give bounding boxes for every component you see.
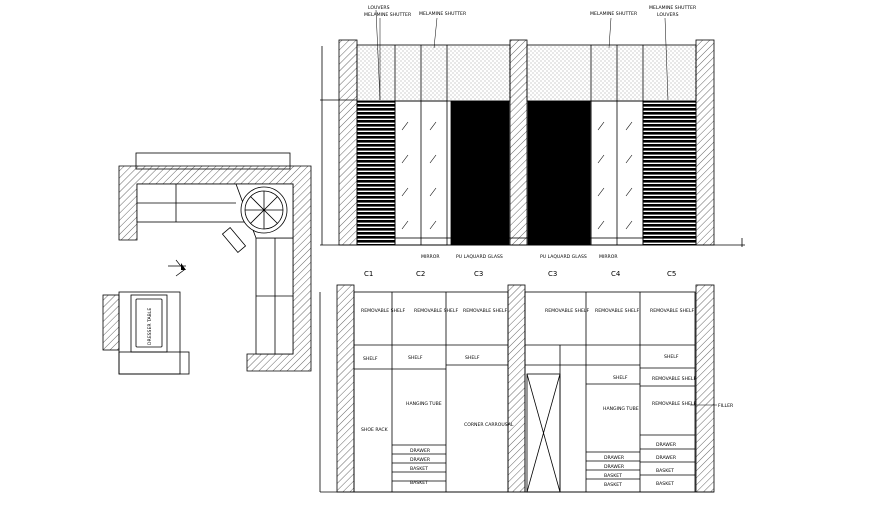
bottom-wall-right — [695, 284, 715, 493]
column-label-c5: C5 — [667, 270, 676, 278]
label-c5-basket-1: BASKET — [656, 468, 674, 474]
label-corner-carrousal: CORNER CARROUSAL — [464, 422, 514, 428]
label-glass-right: PU LAQUARD GLASS — [540, 254, 587, 260]
c4-drawer-lines — [586, 451, 640, 480]
label-dresser-table: DRESSER TABLE — [147, 308, 153, 345]
label-c5-removable-shelf: REMOVABLE SHELF — [650, 308, 694, 314]
label-c5-drawer-2: DRAWER — [656, 455, 677, 461]
bottom-left-carcass — [353, 291, 509, 493]
plan-door-panel — [221, 227, 247, 253]
label-melamine-right-inner: MELAMINE SHUTTER — [590, 11, 638, 17]
carrousal-cross-b — [526, 373, 561, 493]
label-c5-basket-2: BASKET — [656, 481, 674, 487]
loft-left — [356, 44, 511, 102]
label-c5-shelf: SHELF — [664, 354, 679, 360]
label-c5-removable-shelf-2: REMOVABLE SHELF — [652, 401, 696, 407]
label-louvers-right: LOUVERS — [657, 12, 679, 18]
column-label-c1: C1 — [364, 270, 373, 278]
column-labels: C1 C2 C3 C3 C4 C5 — [364, 270, 676, 278]
label-c2-basket-2: BASKET — [410, 480, 428, 486]
top-leader-lines — [375, 9, 669, 101]
bottom-right-carcass — [524, 291, 696, 493]
top-wall-left — [338, 39, 358, 246]
label-c3l-shelf: SHELF — [465, 355, 480, 361]
top-plinth — [356, 237, 697, 246]
label-c5-removable-shelf-1: REMOVABLE SHELF — [652, 376, 696, 382]
label-c4-basket-1: BASKET — [604, 473, 622, 479]
label-c3l-removable-shelf: REMOVABLE SHELF — [463, 308, 507, 314]
plan-carrousal-spokes — [245, 191, 283, 229]
c2-drawer-lines — [392, 444, 446, 482]
label-c2-drawer-1: DRAWER — [410, 448, 431, 454]
bottom-wall-center — [507, 284, 526, 493]
label-c4-shelf: SHELF — [613, 375, 628, 381]
louver-panel-right — [642, 100, 697, 246]
mirror-reflection-marks — [401, 121, 633, 230]
top-elevation: LOUVERS MELAMINE SHUTTER MELAMINE SHUTTE… — [320, 5, 745, 260]
column-label-c3-left: C3 — [474, 270, 483, 278]
column-label-c2: C2 — [416, 270, 425, 278]
label-c2-shelf: SHELF — [408, 355, 423, 361]
label-c4-drawer-2: DRAWER — [604, 464, 625, 470]
label-c2-drawer-2: DRAWER — [410, 457, 431, 463]
bottom-elevation: REMOVABLE SHELF REMOVABLE SHELF REMOVABL… — [319, 284, 734, 493]
top-wall-right — [695, 39, 715, 246]
label-c3r-removable-shelf: REMOVABLE SHELF — [545, 308, 589, 314]
label-mirror-left: MIRROR — [421, 254, 440, 260]
label-hanging-tube-left: HANGING TUBE — [406, 401, 442, 407]
label-c1-shelf: SHELF — [363, 356, 378, 362]
label-c4-basket-2: BASKET — [604, 482, 622, 488]
label-shoe-rack: SHOE RACK — [361, 427, 389, 433]
bottom-wall-left — [336, 284, 355, 493]
label-c4-drawer-1: DRAWER — [604, 455, 625, 461]
c5-drawer-lines — [640, 434, 695, 476]
label-c5-drawer-1: DRAWER — [656, 442, 677, 448]
label-c1-removable-shelf: REMOVABLE SHELF — [361, 308, 405, 314]
top-wall-center — [509, 39, 528, 246]
floor-plan: DRESSER TABLE — [102, 152, 312, 375]
label-melamine-left-outer: MELAMINE SHUTTER — [364, 12, 412, 18]
label-mirror-right: MIRROR — [599, 254, 618, 260]
loft-right — [526, 44, 697, 102]
glass-panel-left — [450, 100, 510, 246]
label-c2-basket-1: BASKET — [410, 466, 428, 472]
column-label-c3-right: C3 — [548, 270, 557, 278]
glass-panel-right — [527, 100, 591, 246]
label-c4-removable-shelf: REMOVABLE SHELF — [595, 308, 639, 314]
label-melamine-left-inner: MELAMINE SHUTTER — [419, 11, 467, 17]
label-c2-removable-shelf: REMOVABLE SHELF — [414, 308, 458, 314]
label-melamine-right-outer: MELAMINE SHUTTER — [649, 5, 697, 11]
column-label-c4: C4 — [611, 270, 621, 278]
label-louvers-left: LOUVERS — [368, 5, 390, 11]
label-filler: FILLER — [718, 403, 734, 409]
louver-panel-left — [356, 100, 396, 246]
label-glass-left: PU LAQUARD GLASS — [456, 254, 503, 260]
label-hanging-tube-right: HANGING TUBE — [603, 406, 639, 412]
plan-dresser-wall — [102, 294, 120, 351]
